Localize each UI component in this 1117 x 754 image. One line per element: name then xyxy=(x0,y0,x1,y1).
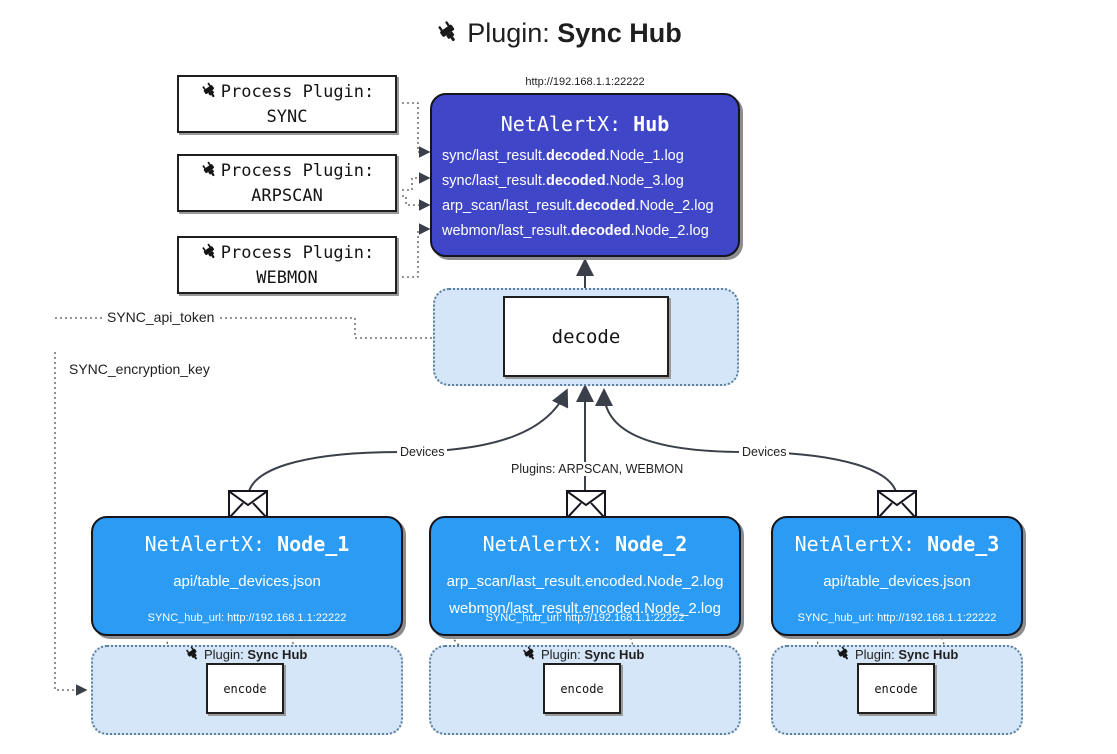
hub-title-name: Hub xyxy=(633,112,670,136)
node-line-list: arp_scan/last_result.encoded.Node_2.log … xyxy=(431,568,739,622)
plug-icon xyxy=(835,645,852,665)
node-box-node-3[interactable]: NetAlertX: Node_3 api/table_devices.json… xyxy=(771,516,1023,636)
node-title-prefix: NetAlertX: xyxy=(482,532,616,556)
encode-container-node-3 xyxy=(771,645,1023,735)
encode-plugin-label-node-2: Plugin: Sync Hub xyxy=(521,645,644,665)
edge-label-devices-right: Devices xyxy=(739,445,790,459)
envelope-icon xyxy=(877,490,917,519)
secret-label-encryption-key: SYNC_encryption_key xyxy=(66,361,213,377)
node-hub-url-label: SYNC_hub_url: http://192.168.1.1:22222 xyxy=(147,612,347,624)
plug-icon xyxy=(200,242,219,266)
process-plugin-line1: Process Plugin: xyxy=(220,161,375,181)
node-title-name: Node_3 xyxy=(927,532,1000,556)
hub-log-line: arp_scan/last_result.decoded.Node_2.log xyxy=(442,198,714,214)
node-title-name: Node_2 xyxy=(615,532,688,556)
page-title: Plugin: Sync Hub xyxy=(0,18,1117,52)
node-line: api/table_devices.json xyxy=(173,573,321,590)
node-title-prefix: NetAlertX: xyxy=(144,532,278,556)
encode-box-node-1[interactable]: encode xyxy=(206,663,284,714)
node-box-node-1[interactable]: NetAlertX: Node_1 api/table_devices.json… xyxy=(91,516,403,636)
process-plugin-line1: Process Plugin: xyxy=(220,243,375,263)
hub-url-label: http://192.168.1.1:22222 xyxy=(525,76,645,88)
node-title-prefix: NetAlertX: xyxy=(794,532,928,556)
encode-label: encode xyxy=(560,681,604,696)
process-plugin-line2: WEBMON xyxy=(256,268,318,288)
decode-box[interactable]: decode xyxy=(503,296,669,377)
hub-log-line: sync/last_result.decoded.Node_1.log xyxy=(442,148,684,164)
plug-icon xyxy=(200,81,219,105)
plug-icon xyxy=(184,645,201,665)
hub-log-line: webmon/last_result.decoded.Node_2.log xyxy=(442,223,709,239)
encode-box-node-3[interactable]: encode xyxy=(857,663,935,714)
node-box-node-2[interactable]: NetAlertX: Node_2 arp_scan/last_result.e… xyxy=(429,516,741,636)
hub-log-list: sync/last_result.decoded.Node_1.log sync… xyxy=(432,144,738,244)
hub-box[interactable]: NetAlertX: Hub sync/last_result.decoded.… xyxy=(430,93,740,257)
edge-label-plugins-center: Plugins: ARPSCAN, WEBMON xyxy=(508,462,687,476)
node-line-list: api/table_devices.json xyxy=(773,568,1021,595)
envelope-icon xyxy=(566,490,606,519)
process-plugin-line2: ARPSCAN xyxy=(251,186,323,206)
encode-plugin-label-node-3: Plugin: Sync Hub xyxy=(835,645,958,665)
node-line-list: api/table_devices.json xyxy=(93,568,401,595)
encode-label: encode xyxy=(874,681,918,696)
node-line: webmon/last_result.encoded.Node_2.log xyxy=(449,600,721,617)
secret-label-api-token: SYNC_api_token xyxy=(104,309,218,325)
node-line: api/table_devices.json xyxy=(823,573,971,590)
plug-icon xyxy=(200,160,219,184)
process-plugin-line1: Process Plugin: xyxy=(220,82,375,102)
page-title-prefix: Plugin: xyxy=(467,18,558,48)
edge-label-devices-left: Devices xyxy=(397,445,448,459)
plug-icon xyxy=(521,645,538,665)
process-plugin-arpscan-box[interactable]: Process Plugin: ARPSCAN xyxy=(177,154,397,212)
encode-label: encode xyxy=(223,681,267,696)
encode-plugin-label-node-1: Plugin: Sync Hub xyxy=(184,645,307,665)
node-hub-url-label: SYNC_hub_url: http://192.168.1.1:22222 xyxy=(797,612,997,624)
decode-label: decode xyxy=(551,325,621,348)
hub-group: NetAlertX: Hub sync/last_result.decoded.… xyxy=(430,93,740,257)
process-plugin-sync-box[interactable]: Process Plugin: SYNC xyxy=(177,75,397,133)
node-line: arp_scan/last_result.encoded.Node_2.log xyxy=(446,573,724,590)
page-title-name: Sync Hub xyxy=(557,18,682,48)
envelope-icon xyxy=(228,490,268,519)
node-title-name: Node_1 xyxy=(277,532,350,556)
plug-icon xyxy=(435,19,461,52)
hub-title-prefix: NetAlertX: xyxy=(500,112,634,136)
node-hub-url-label: SYNC_hub_url: http://192.168.1.1:22222 xyxy=(485,612,685,624)
hub-log-line: sync/last_result.decoded.Node_3.log xyxy=(442,173,684,189)
process-plugin-line2: SYNC xyxy=(266,107,308,127)
process-plugin-webmon-box[interactable]: Process Plugin: WEBMON xyxy=(177,236,397,294)
encode-box-node-2[interactable]: encode xyxy=(543,663,621,714)
